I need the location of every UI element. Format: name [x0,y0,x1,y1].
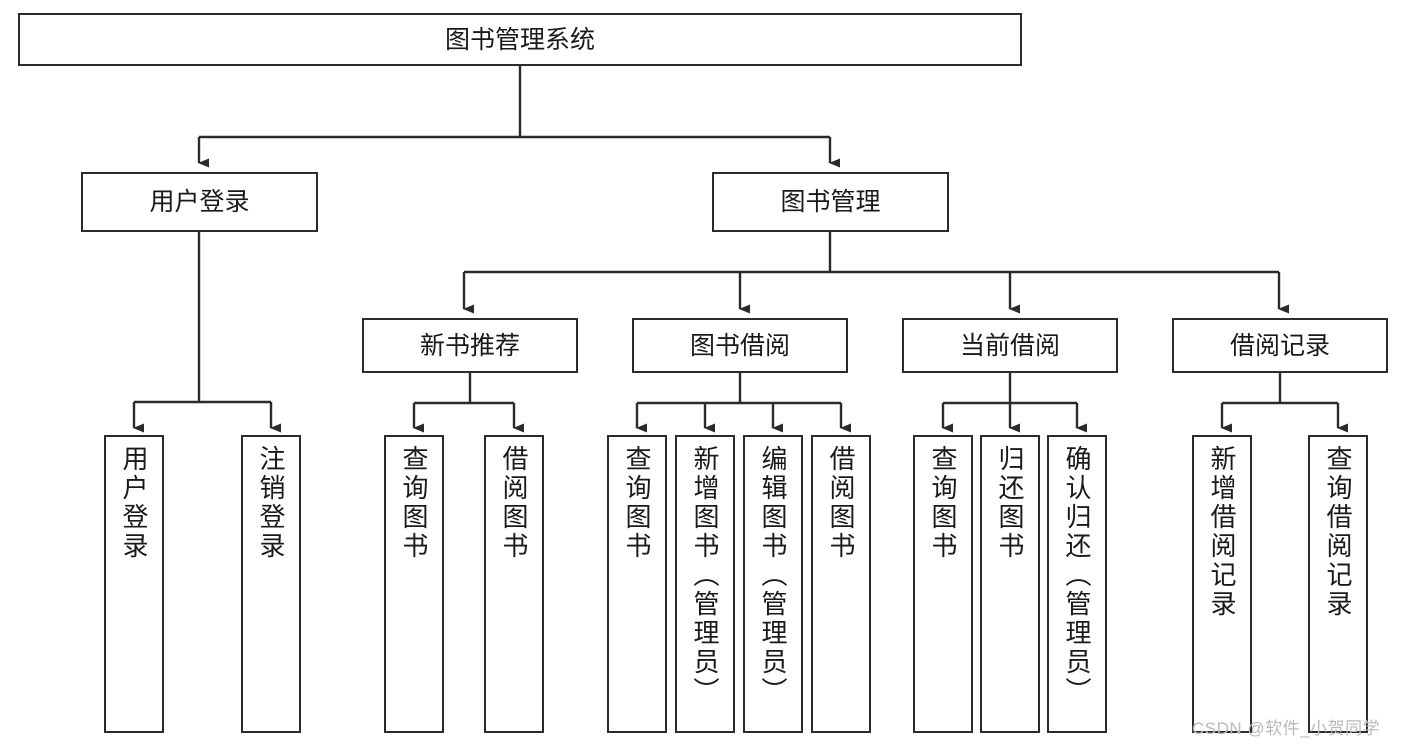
leaf-query-book-current[interactable]: 查询图书 [913,435,973,733]
leaf-return-book[interactable]: 归还图书 [980,435,1040,733]
node-label: 新增图书（管理员） [690,445,720,706]
leaf-add-borrow-record[interactable]: 新增借阅记录 [1192,435,1252,733]
watermark-text: CSDN @软件_小贺同学 [1192,719,1381,738]
node-label: 借阅图书 [826,445,856,561]
node-label: 查询图书 [622,445,652,561]
leaf-edit-book-admin[interactable]: 编辑图书（管理员） [743,435,803,733]
node-label: 确认归还（管理员） [1062,445,1092,706]
node-label: 查询图书 [399,445,429,561]
leaf-borrow-book[interactable]: 借阅图书 [811,435,871,733]
leaf-confirm-return-admin[interactable]: 确认归还（管理员） [1047,435,1107,733]
node-user-login[interactable]: 用户登录 [81,172,318,232]
node-label: 图书借阅 [689,331,790,360]
node-label: 查询借阅记录 [1323,445,1353,619]
leaf-user-login[interactable]: 用户登录 [104,435,164,733]
node-book-management[interactable]: 图书管理 [712,172,949,232]
node-label: 用户登录 [149,188,250,216]
leaf-query-book-recommend[interactable]: 查询图书 [384,435,444,733]
leaf-logout[interactable]: 注销登录 [241,435,301,733]
node-label: 注销登录 [256,445,286,561]
node-root-system[interactable]: 图书管理系统 [18,13,1022,66]
node-label: 新书推荐 [419,331,520,360]
node-label: 归还图书 [995,445,1025,561]
node-label: 借阅图书 [499,445,529,561]
node-label: 借阅记录 [1229,331,1330,360]
node-label: 图书管理 [780,188,881,216]
node-label: 新增借阅记录 [1207,445,1237,619]
leaf-query-borrow-record[interactable]: 查询借阅记录 [1308,435,1368,733]
node-label: 图书管理系统 [444,25,595,54]
node-borrow-record[interactable]: 借阅记录 [1172,318,1388,373]
node-book-borrow[interactable]: 图书借阅 [632,318,848,373]
leaf-query-book-borrow[interactable]: 查询图书 [607,435,667,733]
node-label: 查询图书 [928,445,958,561]
node-label: 当前借阅 [959,331,1060,360]
node-label: 用户登录 [119,445,149,561]
leaf-add-book-admin[interactable]: 新增图书（管理员） [675,435,735,733]
leaf-borrow-book-recommend[interactable]: 借阅图书 [484,435,544,733]
node-current-borrow[interactable]: 当前借阅 [902,318,1118,373]
node-new-book-recommend[interactable]: 新书推荐 [362,318,578,373]
node-label: 编辑图书（管理员） [758,445,788,706]
